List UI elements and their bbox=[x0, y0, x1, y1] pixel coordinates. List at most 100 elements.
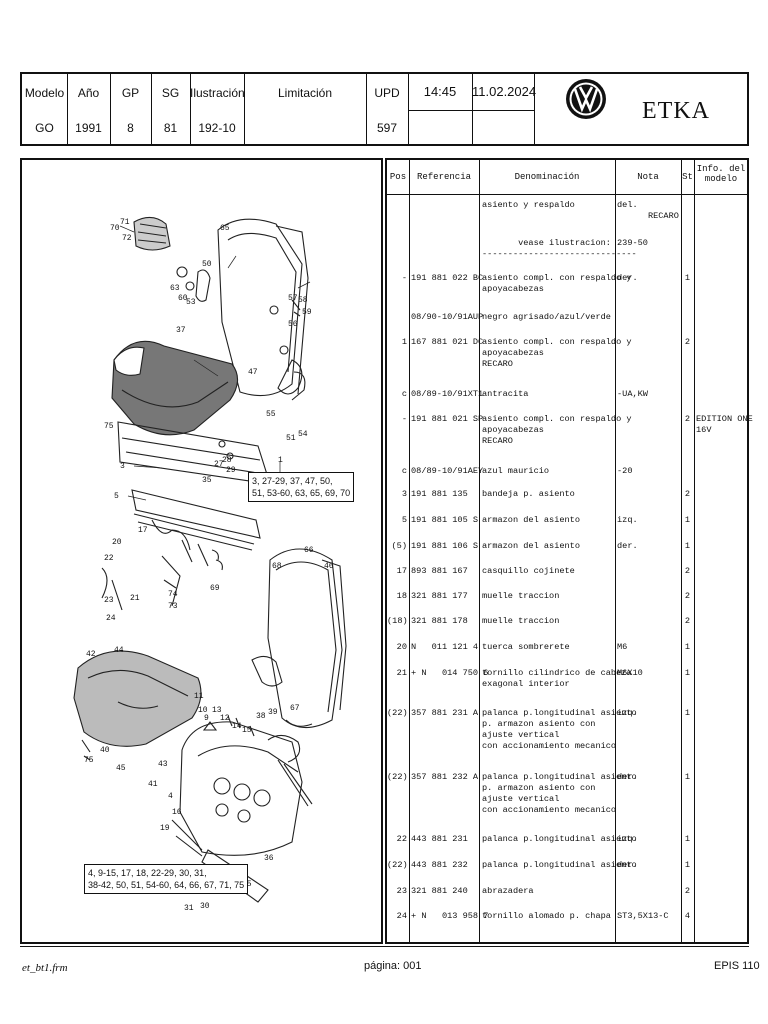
table-cell-ref: + N 013 958 7 bbox=[411, 911, 489, 921]
callout-39: 39 bbox=[268, 708, 278, 717]
label-sg: SG bbox=[161, 86, 180, 100]
divider bbox=[472, 74, 473, 144]
col-divider bbox=[694, 160, 695, 942]
callout-9: 9 bbox=[204, 714, 209, 723]
assembly-box-2: 4, 9-15, 17, 18, 22-29, 30, 31, 38-42, 5… bbox=[84, 864, 249, 894]
callout-53: 53 bbox=[186, 298, 196, 307]
divider bbox=[534, 74, 535, 144]
th-st: St bbox=[682, 172, 693, 182]
value-ilustracion: 192-10 bbox=[198, 121, 236, 135]
label-ilustracion: Ilustración bbox=[190, 86, 245, 100]
callout-69: 69 bbox=[210, 584, 220, 593]
callout-40: 40 bbox=[100, 746, 110, 755]
callout-20: 20 bbox=[112, 538, 122, 547]
vw-logo-icon bbox=[566, 79, 606, 119]
label-upd: UPD bbox=[374, 86, 400, 100]
table-cell-nota: izq. bbox=[617, 515, 638, 525]
table-cell-pos: (5) bbox=[391, 541, 407, 551]
callout-13: 13 bbox=[212, 706, 222, 715]
table-cell-nota: der. bbox=[617, 273, 638, 283]
callout-65: 65 bbox=[220, 224, 230, 233]
col-divider bbox=[615, 160, 616, 942]
table-cell-ref: + N 014 750 6 bbox=[411, 668, 489, 678]
table-cell-nota: 239-50 bbox=[617, 238, 648, 248]
label-gp: GP bbox=[121, 86, 140, 100]
callout-21: 21 bbox=[130, 594, 140, 603]
table-cell-den: palanca p.longitudinal asiento p. armazo… bbox=[482, 708, 637, 751]
table-cell-den: asiento compl. con respaldo y apoyacabez… bbox=[482, 273, 632, 294]
value-upd: 597 bbox=[376, 121, 398, 135]
table-cell-ref: 191 881 105 S bbox=[411, 515, 479, 525]
callout-56: 56 bbox=[288, 320, 298, 329]
exploded-diagram: 70 71 72 65 63 60 50 53 59 57 58 56 37 4… bbox=[20, 158, 383, 944]
divider bbox=[190, 74, 191, 144]
table-cell-pos: 17 bbox=[396, 566, 407, 576]
callout-68: 68 bbox=[272, 562, 282, 571]
assembly-box-1: 3, 27-29, 37, 47, 50, 51, 53-60, 63, 65,… bbox=[248, 472, 355, 502]
brand-title: ETKA bbox=[642, 98, 710, 124]
table-cell-pos: - bbox=[401, 273, 407, 283]
table-cell-nota: ST3,5X13-C bbox=[617, 911, 669, 921]
table-cell-pos: - bbox=[401, 414, 407, 424]
callout-11: 11 bbox=[194, 692, 204, 701]
table-cell-st: 2 bbox=[684, 489, 691, 499]
table-cell-info: EDITION ONE 16V bbox=[696, 414, 753, 435]
table-cell-st: 2 bbox=[684, 616, 691, 626]
callout-15: 15 bbox=[242, 726, 252, 735]
callout-59: 59 bbox=[302, 308, 312, 317]
table-cell-pos: 22 bbox=[396, 834, 407, 844]
table-cell-st: 1 bbox=[684, 860, 691, 870]
table-cell-st: 1 bbox=[684, 515, 691, 525]
table-cell-ref: N 011 121 4 bbox=[411, 642, 479, 652]
callout-10: 10 bbox=[198, 706, 208, 715]
table-cell-den: asiento y respaldo bbox=[482, 200, 575, 210]
callout-37: 37 bbox=[176, 326, 186, 335]
callout-19: 19 bbox=[160, 824, 170, 833]
callout-27: 27 bbox=[214, 460, 224, 469]
table-cell-nota: M6 bbox=[617, 642, 628, 652]
callout-41: 41 bbox=[148, 780, 158, 789]
table-cell-den: palanca p.longitudinal asiento p. armazo… bbox=[482, 772, 637, 815]
table-cell-ref: 443 881 231 bbox=[411, 834, 468, 844]
table-cell-ref: 191 881 022 BC bbox=[411, 273, 484, 283]
table-cell-st: 2 bbox=[684, 886, 691, 896]
table-cell-ref: 167 881 021 DC bbox=[411, 337, 484, 347]
callout-46: 46 bbox=[324, 562, 334, 571]
table-cell-st: 2 bbox=[684, 566, 691, 576]
callout-63: 63 bbox=[170, 284, 180, 293]
table-cell-ref: 321 881 177 bbox=[411, 591, 468, 601]
divider bbox=[110, 74, 111, 144]
table-cell-st: 2 bbox=[684, 591, 691, 601]
table-cell-pos: (22) bbox=[387, 772, 408, 782]
table-cell-nota: der. bbox=[617, 860, 638, 870]
value-gp: 8 bbox=[127, 121, 134, 135]
table-cell-pos: 24 bbox=[396, 911, 407, 921]
table-cell-ref: 191 881 021 SP bbox=[411, 414, 484, 424]
table-cell-den: abrazadera bbox=[482, 886, 534, 896]
table-cell-ref: 893 881 167 bbox=[411, 566, 468, 576]
callout-67: 67 bbox=[290, 704, 300, 713]
callout-75b: 75 bbox=[84, 756, 94, 765]
label-limitacion: Limitación bbox=[277, 86, 333, 100]
callout-45: 45 bbox=[116, 764, 126, 773]
th-pos: Pos bbox=[389, 172, 407, 182]
table-cell-ref: 357 881 232 A bbox=[411, 772, 479, 782]
table-cell-pos: (22) bbox=[387, 708, 408, 718]
table-cell-den: negro agrisado/azul/verde bbox=[482, 312, 611, 322]
col-divider bbox=[479, 160, 480, 942]
table-cell-pos: 20 bbox=[396, 642, 407, 652]
callout-74: 74 bbox=[168, 590, 178, 599]
footer-system-id: EPIS 110 bbox=[714, 960, 760, 972]
th-nota: Nota bbox=[637, 172, 659, 182]
divider bbox=[408, 110, 534, 111]
table-cell-den: palanca p.longitudinal asiento bbox=[482, 834, 637, 844]
table-cell-pos: c bbox=[401, 466, 407, 476]
th-denominacion: Denominación bbox=[514, 172, 580, 182]
callout-35: 35 bbox=[202, 476, 212, 485]
table-cell-den: armazon del asiento bbox=[482, 515, 580, 525]
callout-12: 12 bbox=[220, 714, 230, 723]
callout-58: 58 bbox=[298, 296, 308, 305]
callout-5: 5 bbox=[114, 492, 119, 501]
col-divider bbox=[681, 160, 682, 942]
divider bbox=[67, 74, 68, 144]
